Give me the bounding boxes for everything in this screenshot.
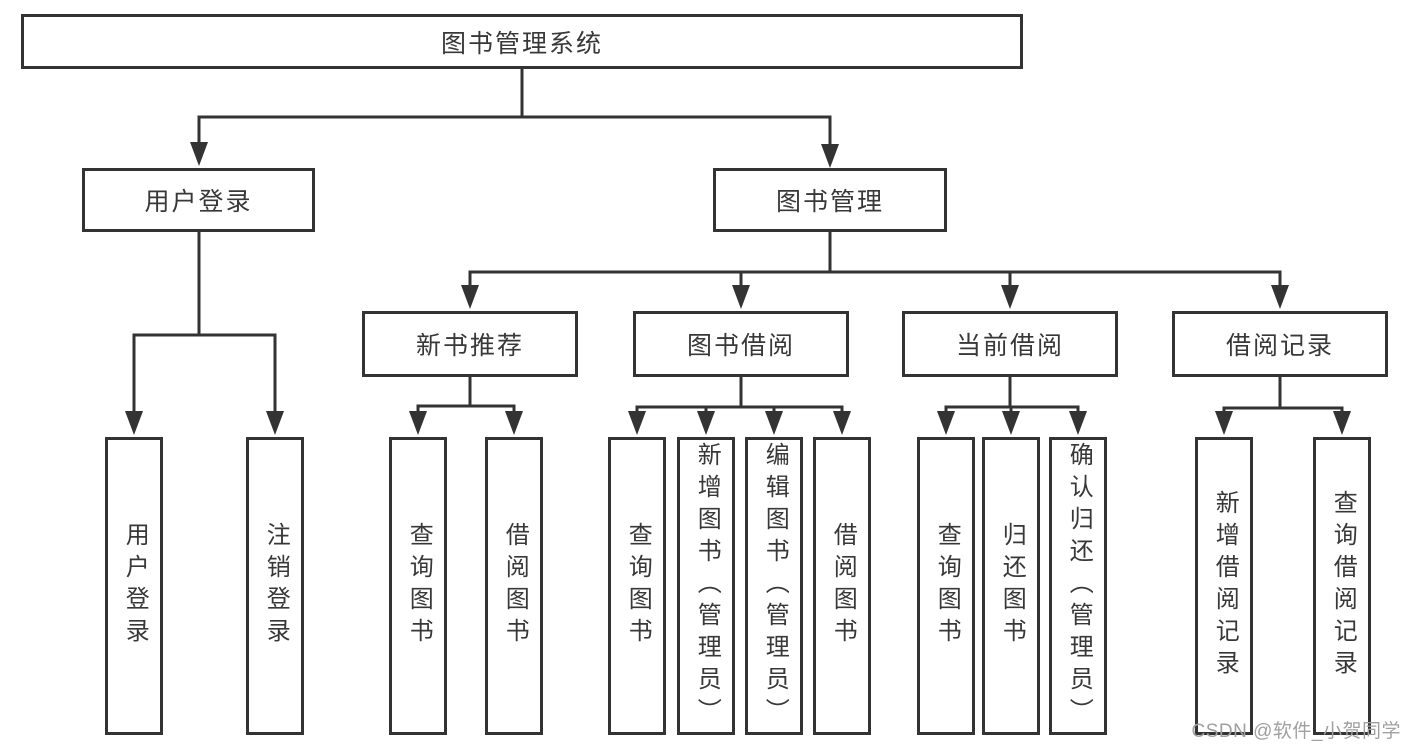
- node-book-borrowing: 图书借阅: [633, 311, 849, 377]
- leaf-user-login: 用户登录: [105, 437, 163, 735]
- leaf-borrow-books: 借阅图书: [485, 437, 543, 735]
- leaf-confirm-return-admin: 确认归还（管理员）: [1049, 437, 1107, 735]
- leaf-add-borrow-record: 新增借阅记录: [1195, 437, 1253, 735]
- leaf-query-books: 查询图书: [917, 437, 975, 735]
- leaf-borrow-books: 借阅图书: [813, 437, 871, 735]
- node-new-book-recommend: 新书推荐: [362, 311, 578, 377]
- leaf-logout: 注销登录: [246, 437, 304, 735]
- leaf-add-books-admin: 新增图书（管理员）: [677, 437, 735, 735]
- node-book-management: 图书管理: [713, 168, 947, 232]
- node-borrowing-records: 借阅记录: [1172, 311, 1388, 377]
- arrowhead-icons: [125, 142, 1351, 435]
- leaf-query-books: 查询图书: [608, 437, 666, 735]
- node-user-login: 用户登录: [82, 168, 315, 232]
- watermark: CSDN @软件_小贺同学: [1191, 721, 1401, 742]
- leaf-return-books: 归还图书: [982, 437, 1040, 735]
- leaf-edit-books-admin: 编辑图书（管理员）: [745, 437, 803, 735]
- leaf-query-borrow-record: 查询借阅记录: [1313, 437, 1371, 735]
- leaf-query-books: 查询图书: [389, 437, 447, 735]
- node-current-borrowing: 当前借阅: [902, 311, 1118, 377]
- node-library-management-system: 图书管理系统: [21, 14, 1023, 69]
